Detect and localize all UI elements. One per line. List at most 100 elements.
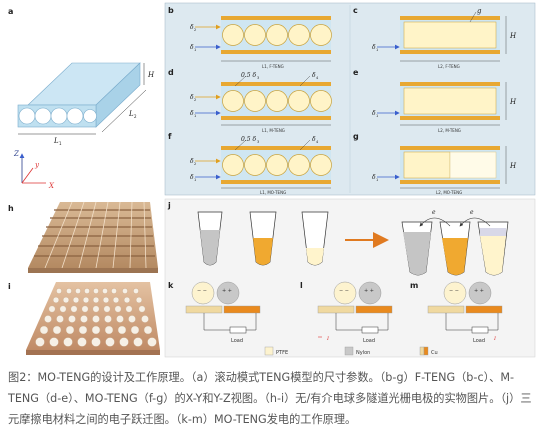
minus-signs: − − <box>339 288 349 294</box>
ann2-pointer <box>299 75 311 87</box>
d1-label: δ <box>372 44 376 51</box>
ann1-pointer <box>234 75 247 87</box>
electrode-bottom <box>221 180 331 184</box>
legend-cu: Cu <box>431 350 438 356</box>
d1-sub: 1 <box>376 48 378 52</box>
legend-swatch-nylon <box>344 346 354 356</box>
d1-sub: 1 <box>376 178 378 182</box>
bottom-label-g: L2, MO-TENG <box>436 190 462 195</box>
ann1-label: 0.5 δ <box>241 136 256 143</box>
electrode-left <box>317 305 355 314</box>
load-resistor <box>471 326 489 334</box>
legend-swatch-cu-b <box>423 346 429 356</box>
current-label: I <box>326 336 330 342</box>
panel-label-j: j <box>167 201 171 210</box>
dim-L2-label: L <box>128 110 134 118</box>
electrode-bottom <box>221 116 331 120</box>
dim-L2 <box>101 89 147 133</box>
bottom-label-d: L1, M-TENG <box>262 128 285 133</box>
panel-label-e: e <box>353 68 359 77</box>
panel-label-h: h <box>8 204 14 213</box>
electron-label-1: e <box>432 209 436 216</box>
circuit <box>445 313 499 331</box>
H-label: H <box>509 32 517 40</box>
d1-label: δ <box>190 110 194 117</box>
grid-base <box>26 350 160 355</box>
axis-z-label: Z <box>13 150 19 158</box>
electrode-top <box>400 146 500 150</box>
g-label: g <box>477 7 482 15</box>
dim-L1-label: L <box>53 137 59 145</box>
electrode-top <box>221 16 331 20</box>
electrode-top <box>221 82 331 86</box>
ball-nylon <box>358 281 382 305</box>
axis-y <box>21 167 34 184</box>
ball-row-side <box>403 151 451 179</box>
electrode-bottom <box>400 50 500 54</box>
electrode-left <box>427 305 465 314</box>
d1-label: δ <box>190 174 194 181</box>
panel-c: c δ 1 g H L2, F-TENG <box>353 6 517 69</box>
panel-b: b δ 2 δ 1 L1, F-TENG <box>168 6 332 69</box>
bottom-label-e: L2, M-TENG <box>438 128 461 133</box>
ann2-pointer <box>299 139 311 151</box>
well-ptfe-fill <box>200 230 220 265</box>
ball-ptfe <box>333 281 357 305</box>
load-label: Load <box>473 338 485 344</box>
d2-label: δ <box>190 24 194 31</box>
panel-g: g δ 1 H L2, MO-TENG <box>353 132 517 195</box>
d2-sub: 2 <box>194 98 196 102</box>
electrode-right <box>223 305 261 314</box>
well-nylon-fill <box>306 248 324 265</box>
dim-L2-sub: 2 <box>134 114 137 119</box>
electrode-bottom <box>221 50 331 54</box>
ann1-label: 0.5 δ <box>241 72 256 79</box>
grid-electrode-photo <box>28 202 158 268</box>
electrode-top <box>400 16 500 20</box>
panel-m: m − − + + Load I <box>410 281 503 344</box>
d2-sub: 2 <box>194 162 196 166</box>
legend-swatch-ptfe <box>264 346 274 356</box>
electron-arc-2 <box>459 217 491 227</box>
panel-label-l: l <box>300 281 303 290</box>
grid-base <box>28 268 158 273</box>
minus-signs: − − <box>197 288 207 294</box>
grid-ribs <box>34 209 155 257</box>
ball-ptfe <box>443 281 467 305</box>
balls-f <box>222 154 332 176</box>
panel-d: d 0.5 δ 3 δ 4 δ 2 δ 1 L1, M-TENG <box>168 68 332 133</box>
H-label: H <box>509 162 517 170</box>
dim-L1-sub: 1 <box>59 141 62 146</box>
well-cu-fill <box>253 238 273 265</box>
balls-b <box>222 24 332 46</box>
bottom-label-c: L2, F-TENG <box>438 64 460 69</box>
ann2-sub: 4 <box>316 140 319 144</box>
ball-row-side <box>403 87 497 115</box>
dielectric-balls <box>35 288 157 347</box>
d1-sub: 1 <box>194 114 196 118</box>
panel-j: j e e <box>167 201 509 276</box>
d1-label: δ <box>372 110 376 117</box>
ball-row-side-2 <box>449 151 497 179</box>
ball-row-side <box>403 21 497 49</box>
ball-nylon <box>468 281 492 305</box>
plus-signs: + + <box>364 288 374 294</box>
figure: a H L 1 L 2 Z y X b <box>8 2 536 358</box>
ball-nylon <box>216 281 240 305</box>
figure-caption: 图2：MO-TENG的设计及工作原理。（a）滚动模式TENG模型的尺寸参数。（b… <box>8 371 532 426</box>
panel-f: f 0.5 δ 3 δ 4 δ 2 δ 1 L1, MO-TENG <box>168 132 332 195</box>
axis-x-label: X <box>48 182 55 190</box>
electron-arc-1 <box>419 217 451 227</box>
panel-label-k: k <box>168 281 174 290</box>
d2-sub: 2 <box>194 28 196 32</box>
minus-signs: − − <box>449 288 459 294</box>
ann2-label: δ <box>312 72 316 79</box>
d1-label: δ <box>372 174 376 181</box>
plus-signs: + + <box>474 288 484 294</box>
panel-label-g: g <box>353 132 359 141</box>
legend-swatch-cu-a <box>419 346 425 356</box>
ann1-sub: 3 <box>257 76 259 80</box>
d1-sub: 1 <box>194 48 196 52</box>
circuit <box>335 313 389 331</box>
ann2-label: δ <box>312 136 316 143</box>
